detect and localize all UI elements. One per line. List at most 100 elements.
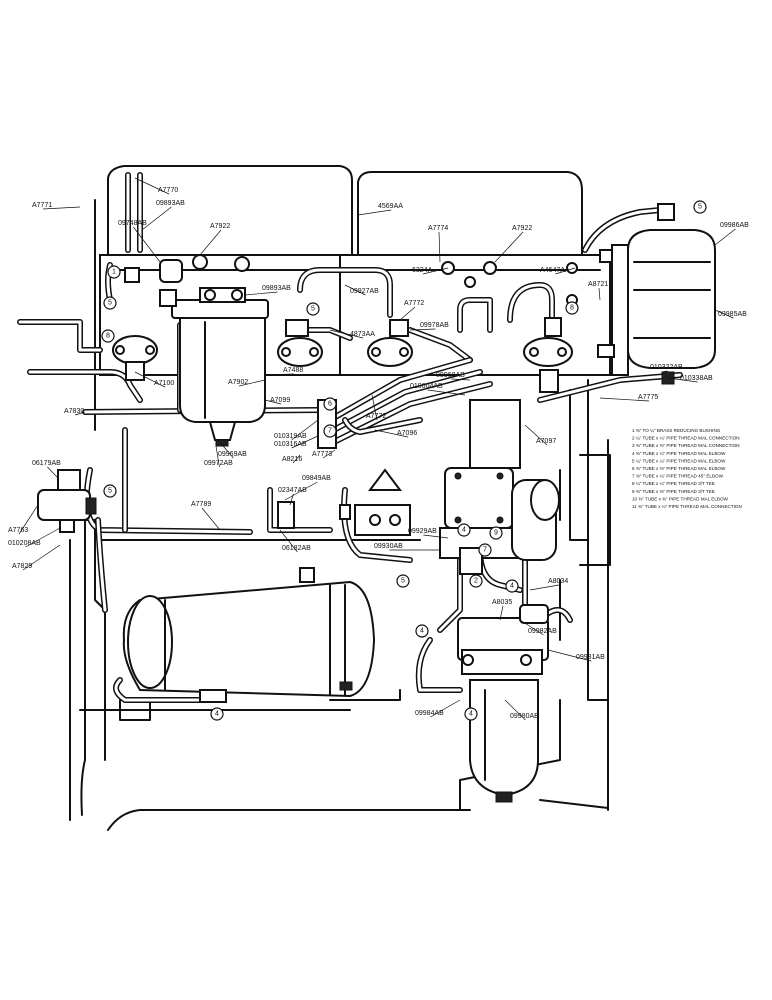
callout-circle xyxy=(457,523,471,537)
legend-row: 9 ⅜" TUBE x ⅜" PIPE THREAD 3/T TEE xyxy=(632,489,715,494)
leader-line xyxy=(661,370,668,373)
part-label: A7829 xyxy=(12,563,32,570)
callout-number: 4 xyxy=(469,711,473,718)
leader-line xyxy=(438,231,441,263)
part-label: A7774 xyxy=(428,225,448,232)
fitting-callout: 7 xyxy=(478,543,492,557)
fitting-callout: 5 xyxy=(306,302,320,316)
leader-line xyxy=(344,284,366,296)
part-label: A7922 xyxy=(512,225,532,232)
fitting-callout: 5 xyxy=(693,200,707,214)
part-label: 06179AB xyxy=(32,460,61,467)
part-label: 09985AB xyxy=(718,311,747,318)
fitting-callout: 4 xyxy=(464,707,478,721)
callout-circle xyxy=(464,707,478,721)
callout-number: 5 xyxy=(401,578,405,585)
callout-number: 5 xyxy=(108,300,112,307)
part-label: A7775 xyxy=(638,394,658,401)
part-label: A7922 xyxy=(210,223,230,230)
part-label: 6324A xyxy=(412,267,433,274)
leader-line xyxy=(217,439,234,459)
leader-line xyxy=(329,329,364,339)
fitting-callout: 4 xyxy=(457,523,471,537)
fitting-callout: 4 xyxy=(415,624,429,638)
callout-number: 5 xyxy=(311,306,315,313)
part-label: 4569AA xyxy=(378,203,403,210)
leader-line xyxy=(215,445,220,468)
part-label: 09748AB xyxy=(118,220,147,227)
fitting-callout: 5 xyxy=(103,296,117,310)
callout-circle xyxy=(693,200,707,214)
leader-line xyxy=(494,231,524,263)
leader-line xyxy=(322,449,336,459)
leader-line xyxy=(284,481,318,501)
callout-circle xyxy=(103,484,117,498)
legend-row: 6 ⅜" TUBE x ⅜" PIPE THREAD MAL ELBOW xyxy=(632,466,726,471)
leader-line xyxy=(667,377,698,383)
fitting-callout: 8 xyxy=(101,329,115,343)
legend-row: 3 ⅜" TUBE x ⅜" PIPE THREAD MAL CONNECTIO… xyxy=(632,443,740,448)
part-label: 09982AB xyxy=(528,628,557,635)
relay-valves xyxy=(112,254,578,529)
leader-line xyxy=(524,424,548,446)
left-tee-fitting xyxy=(37,469,97,533)
part-label: A8216 xyxy=(282,456,302,463)
leader-line xyxy=(547,649,592,662)
fitting-callout: 2 xyxy=(469,574,483,588)
leader-line xyxy=(74,411,86,416)
part-label: A7100 xyxy=(154,380,174,387)
callout-number: 8 xyxy=(106,333,110,340)
part-label: 010604AB xyxy=(410,383,443,390)
leader-line xyxy=(291,419,319,441)
leader-line xyxy=(598,287,601,301)
leader-line xyxy=(133,226,161,263)
fitting-callout: 5 xyxy=(103,484,117,498)
callout-circle xyxy=(323,397,337,411)
callout-circle xyxy=(323,424,337,438)
part-label: 09978AB xyxy=(420,322,449,329)
governor-valve-body xyxy=(439,399,560,575)
leader-line xyxy=(279,529,298,553)
callout-number: 1 xyxy=(112,269,116,276)
part-label: A7789 xyxy=(191,501,211,508)
callout-circle xyxy=(565,301,579,315)
right-air-tank xyxy=(597,203,716,385)
leader-line xyxy=(451,378,471,381)
leader-line xyxy=(714,228,736,246)
part-label: 010319AB xyxy=(274,433,307,440)
leader-line xyxy=(134,177,170,195)
leader-line xyxy=(599,397,650,402)
part-label: 010316AB xyxy=(274,441,307,448)
callout-circle xyxy=(107,265,121,279)
part-label: A7763 xyxy=(8,527,28,534)
fitting-callout: 4 xyxy=(210,707,224,721)
leader-line xyxy=(714,309,734,319)
part-label: 02347AB xyxy=(278,487,307,494)
leader-line xyxy=(201,507,221,531)
leader-line xyxy=(499,605,504,621)
callout-circle xyxy=(489,526,503,540)
leader-line xyxy=(22,544,61,571)
leader-line xyxy=(374,429,409,438)
callout-number: 4 xyxy=(215,711,219,718)
part-label: A7099 xyxy=(270,397,290,404)
part-label: 09849AB xyxy=(302,475,331,482)
part-label: 010322AB xyxy=(650,364,683,371)
callout-circle xyxy=(478,543,492,557)
fitting-callout: 6 xyxy=(323,397,337,411)
leader-lines xyxy=(18,177,736,721)
leader-line xyxy=(504,699,526,721)
callout-number: 5 xyxy=(108,488,112,495)
part-label: A8034 xyxy=(548,578,568,585)
callout-circle xyxy=(103,296,117,310)
part-label: 09927AB xyxy=(350,288,379,295)
legend-row: 5 ¼" TUBE x ¼" PIPE THREAD MAL ELBOW xyxy=(632,458,726,463)
callout-number: 7 xyxy=(328,428,332,435)
callout-number: 9 xyxy=(494,530,498,537)
part-label: A7770 xyxy=(158,187,178,194)
legend-row: 1 ⅜" TO ¼" BRASS REDUCING BUSHING xyxy=(632,428,721,433)
leader-line xyxy=(25,527,61,548)
leader-line xyxy=(199,229,222,256)
part-label: 09929AB xyxy=(408,528,437,535)
